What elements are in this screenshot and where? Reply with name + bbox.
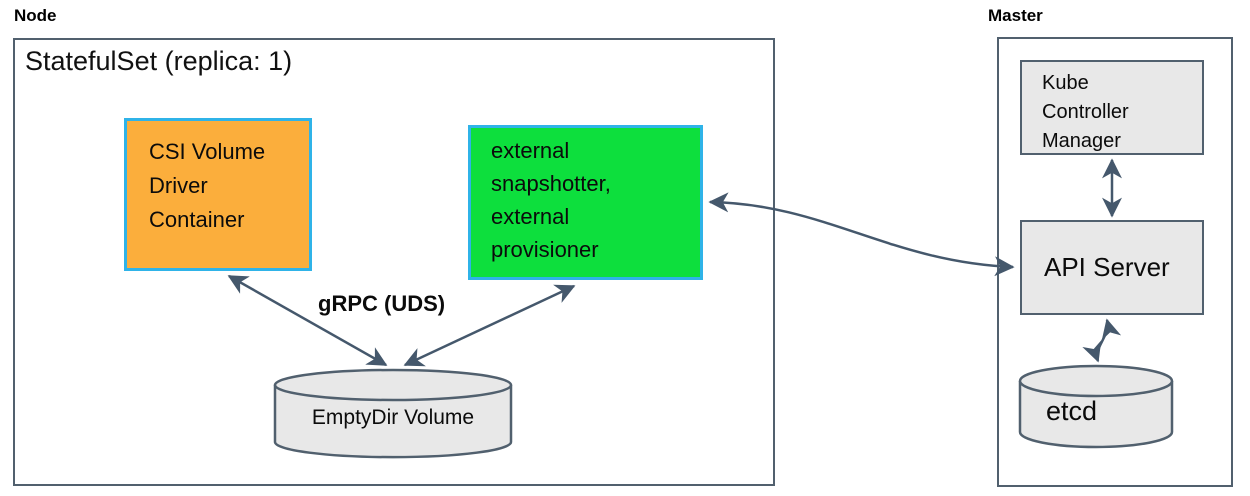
api-server-box: API Server [1020,220,1204,315]
external-snapshotter-provisioner-label: external snapshotter, external provision… [491,138,611,262]
csi-volume-driver-container-label: CSI Volume Driver Container [149,139,266,233]
kube-controller-manager-label: Kube Controller Manager [1042,72,1129,152]
external-snapshotter-provisioner-box: external snapshotter, external provision… [468,125,703,280]
etcd-label: etcd [1046,396,1098,426]
emptydir-volume-label: EmptyDir Volume [311,406,475,429]
master-group-label: Master [988,6,1043,25]
node-group-label: Node [14,6,57,25]
kube-controller-manager-box: Kube Controller Manager [1020,60,1204,155]
grpc-uds-label: gRPC (UDS) [318,291,446,316]
csi-volume-driver-container-box: CSI Volume Driver Container [124,118,312,271]
statefulset-label: StatefulSet (replica: 1) [25,46,293,76]
api-server-label: API Server [1044,252,1170,282]
